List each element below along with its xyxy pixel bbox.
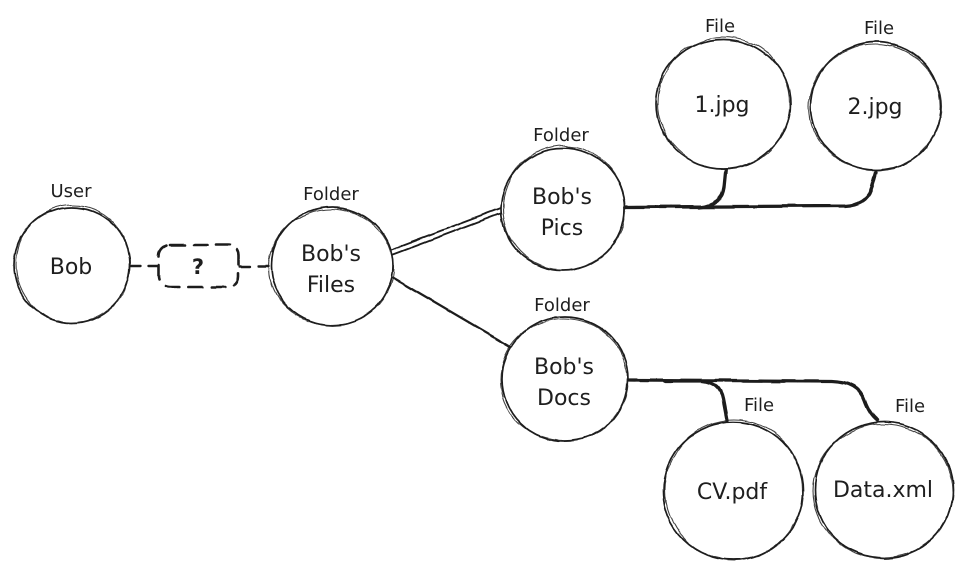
edge-bobs-files-to-bobs-pics[interactable] xyxy=(388,207,503,256)
node-1jpg-type-label: File xyxy=(705,16,735,37)
node-cvpdf-label: CV.pdf xyxy=(697,480,768,505)
node-2jpg-label: 2.jpg xyxy=(847,95,902,120)
node-dataxml-sketch-stroke xyxy=(812,423,954,559)
node-cvpdf-type-label: File xyxy=(744,395,774,416)
node-bobs-files-type-label: Folder xyxy=(303,184,359,205)
node-2jpg-sketch-stroke xyxy=(808,43,942,171)
node-bobs-files-label-line2: Files xyxy=(307,273,355,298)
node-bobs-docs-label-line1: Bob's xyxy=(534,355,594,380)
node-bob-sketch-stroke xyxy=(15,204,131,324)
node-dataxml-type-label: File xyxy=(895,396,925,417)
node-placeholder-box[interactable] xyxy=(157,243,241,289)
node-bob-type-label: User xyxy=(50,181,92,202)
node-bobs-pics-sketch-stroke xyxy=(502,145,626,271)
sketch-overlay xyxy=(15,36,954,561)
node-bobs-pics-type-label: Folder xyxy=(533,125,589,146)
node-dataxml-label: Data.xml xyxy=(833,478,933,503)
node-bobs-docs-type-label: Folder xyxy=(534,295,590,316)
node-cvpdf-sketch-stroke xyxy=(664,419,804,561)
edges xyxy=(129,166,879,422)
labels: User Folder Folder Folder File File File… xyxy=(50,16,933,505)
node-bobs-files-label-line1: Bob's xyxy=(301,242,361,267)
node-bobs-docs-label-line2: Docs xyxy=(537,386,591,411)
placeholder-label: ? xyxy=(192,255,204,279)
node-bobs-pics-label-line1: Bob's xyxy=(532,185,592,210)
node-bob-label: Bob xyxy=(50,255,93,280)
node-1jpg-sketch-stroke xyxy=(657,36,791,170)
edge-bobs-files-to-bobs-docs[interactable] xyxy=(388,274,513,349)
node-bobs-docs-sketch-stroke xyxy=(499,318,629,442)
edge-bobs-pics-to-1jpg[interactable] xyxy=(658,166,728,209)
node-bobs-files-sketch-stroke xyxy=(268,208,394,326)
edge-bobs-pics-to-2jpg[interactable] xyxy=(622,170,878,209)
node-bobs-pics-label-line2: Pics xyxy=(541,216,583,241)
node-2jpg-type-label: File xyxy=(864,18,894,39)
edge-bobs-docs-to-cvpdf[interactable] xyxy=(663,379,729,422)
edge-bobs-docs-to-dataxml[interactable] xyxy=(627,378,879,422)
node-1jpg-label: 1.jpg xyxy=(694,93,749,118)
